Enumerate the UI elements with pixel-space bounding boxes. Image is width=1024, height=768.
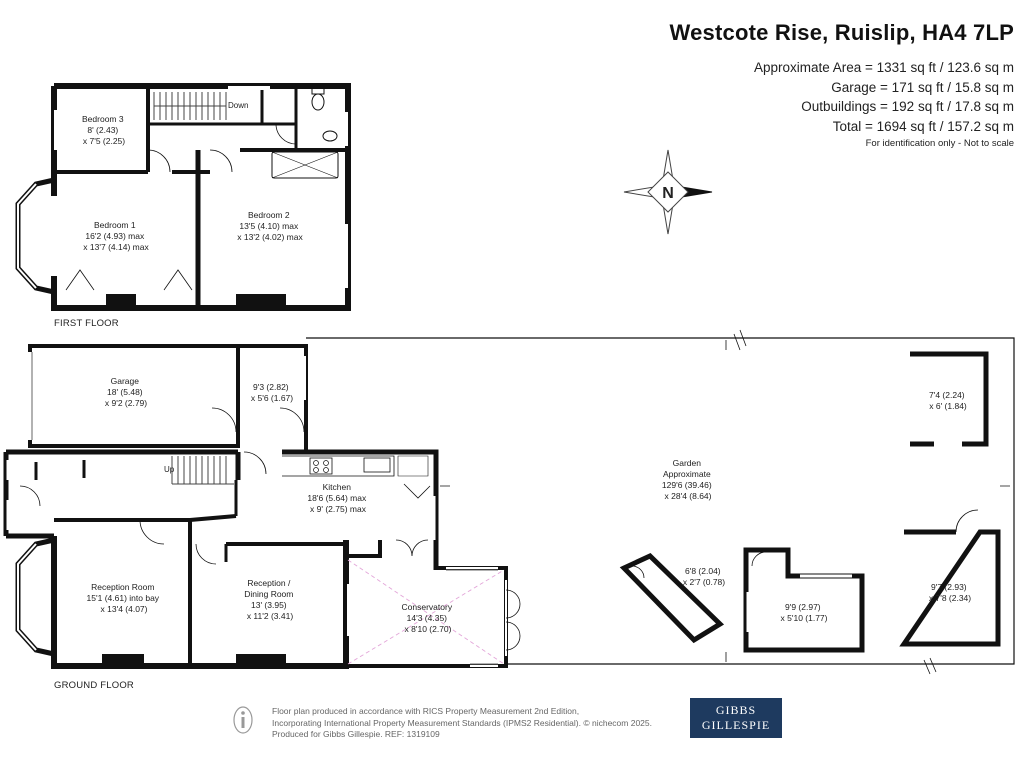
footer-line-1: Floor plan produced in accordance with R… (272, 706, 580, 716)
area-garage: Garage = 171 sq ft / 15.8 sq m (831, 79, 1014, 95)
ground-floor (3, 344, 521, 669)
label-store: 9'3 (2.82) x 5'6 (1.67) (251, 382, 293, 403)
label-conservatory: Conservatory 14'3 (4.35) x 8'10 (2.70) (402, 602, 455, 634)
label-reception: Reception Room 15'1 (4.61) into bay x 13… (87, 582, 162, 614)
area-outbuildings: Outbuildings = 192 sq ft / 17.8 sq m (801, 99, 1014, 114)
label-bedroom1: Bedroom 1 16'2 (4.93) max x 13'7 (4.14) … (83, 220, 149, 252)
footer: Floor plan produced in accordance with R… (272, 706, 732, 741)
scale-note: For identification only - Not to scale (865, 138, 1014, 149)
footer-line-3: Produced for Gibbs Gillespie. REF: 13191… (272, 729, 440, 739)
label-shed2: 9'9 (2.97) x 5'10 (1.77) (781, 602, 828, 623)
stairs-up-label: Up (164, 465, 175, 474)
label-bedroom3: Bedroom 3 8' (2.43) x 7'5 (2.25) (82, 114, 126, 146)
first-floor (15, 83, 351, 311)
gibbs-gillespie-logo: GIBBS GILLESPIE (690, 698, 782, 738)
label-kitchen: Kitchen 18'6 (5.64) max x 9' (2.75) max (307, 482, 368, 514)
stairs-down-label: Down (228, 101, 248, 110)
label-garden: Garden Approximate 129'6 (39.46) x 28'4 … (662, 458, 714, 501)
info-icon (233, 706, 253, 734)
page-title: Westcote Rise, Ruislip, HA4 7LP (669, 20, 1014, 45)
label-shed3: 9'7 (2.93) x 7'8 (2.34) (929, 582, 971, 603)
area-total: Total = 1694 sq ft / 157.2 sq m (832, 118, 1014, 134)
room-labels: Down Up Bedroom 3 8' (2.43) x 7'5 (2.25)… (82, 101, 971, 634)
header: Westcote Rise, Ruislip, HA4 7LP Approxim… (594, 20, 1014, 149)
compass-icon: N (623, 149, 713, 235)
label-bedroom2: Bedroom 2 13'5 (4.10) max x 13'2 (4.02) … (237, 210, 303, 242)
label-ramp: 6'8 (2.04) x 2'7 (0.78) (683, 566, 725, 587)
label-dining: Reception / Dining Room 13' (3.95) x 11'… (244, 578, 296, 621)
area-approximate: Approximate Area = 1331 sq ft / 123.6 sq… (753, 60, 1014, 75)
footer-line-2: Incorporating International Property Mea… (272, 717, 652, 728)
ground-floor-label: GROUND FLOOR (54, 680, 134, 691)
garden (306, 329, 1015, 675)
compass-label: N (662, 185, 674, 202)
label-garage: Garage 18' (5.48) x 9'2 (2.79) (105, 376, 147, 408)
label-shed1: 7'4 (2.24) x 6' (1.84) (929, 390, 967, 411)
first-floor-label: FIRST FLOOR (54, 318, 119, 329)
